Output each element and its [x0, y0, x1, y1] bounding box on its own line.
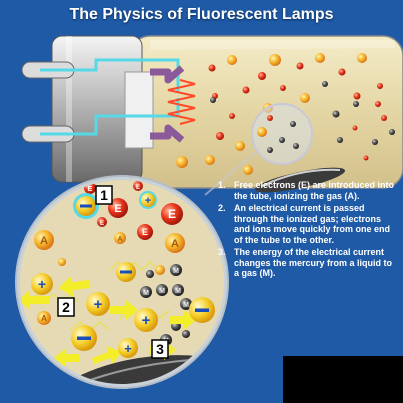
svg-text:+: + — [94, 296, 103, 313]
svg-text:A: A — [171, 238, 179, 250]
support-top — [150, 65, 185, 84]
svg-text:E: E — [142, 227, 148, 237]
callout-3: 3 — [151, 339, 169, 359]
step-item: 2.An electrical current is passed throug… — [218, 203, 391, 245]
svg-text:M: M — [173, 268, 179, 275]
corner-block — [283, 356, 403, 403]
electrode-socket — [124, 71, 154, 149]
svg-text:+: + — [124, 341, 132, 356]
svg-text:E: E — [136, 185, 140, 191]
support-bottom — [150, 124, 185, 143]
svg-text:1: 1 — [100, 187, 108, 203]
step-item: 1.Free electrons (E) are introduced into… — [218, 180, 395, 201]
svg-text:E: E — [168, 207, 176, 221]
callout-2: 2 — [57, 297, 75, 317]
svg-text:+: + — [142, 312, 151, 329]
svg-text:A: A — [40, 235, 48, 247]
svg-text:M: M — [175, 288, 181, 295]
step-item: 3.The energy of the electrical current c… — [218, 247, 393, 278]
magnifier-lens — [251, 103, 313, 165]
svg-text:A: A — [41, 314, 47, 323]
svg-text:3: 3 — [156, 341, 164, 357]
zoom-view: A A A A A E E E E E E E M M M M M — [15, 175, 229, 389]
mercury-puddle — [254, 167, 346, 193]
svg-text:+: + — [38, 276, 46, 292]
diagram-title: The Physics of Fluorescent Lamps — [69, 6, 334, 23]
zoom-mercury-puddle — [60, 355, 214, 384]
svg-text:E: E — [88, 186, 93, 193]
svg-text:M: M — [183, 302, 189, 309]
filament — [167, 79, 196, 125]
svg-text:E: E — [114, 203, 121, 215]
tube-highlight — [150, 40, 395, 50]
svg-text:M: M — [143, 290, 149, 297]
tube-particles — [176, 53, 395, 175]
svg-text:A: A — [117, 236, 122, 243]
callout-1: 1 — [95, 185, 113, 205]
svg-text:M: M — [159, 288, 165, 295]
svg-text:E: E — [100, 221, 104, 227]
steps-list: 1.Free electrons (E) are introduced into… — [218, 180, 398, 281]
svg-text:+: + — [145, 195, 151, 207]
svg-text:2: 2 — [62, 299, 70, 315]
wire-bottom — [40, 98, 180, 136]
